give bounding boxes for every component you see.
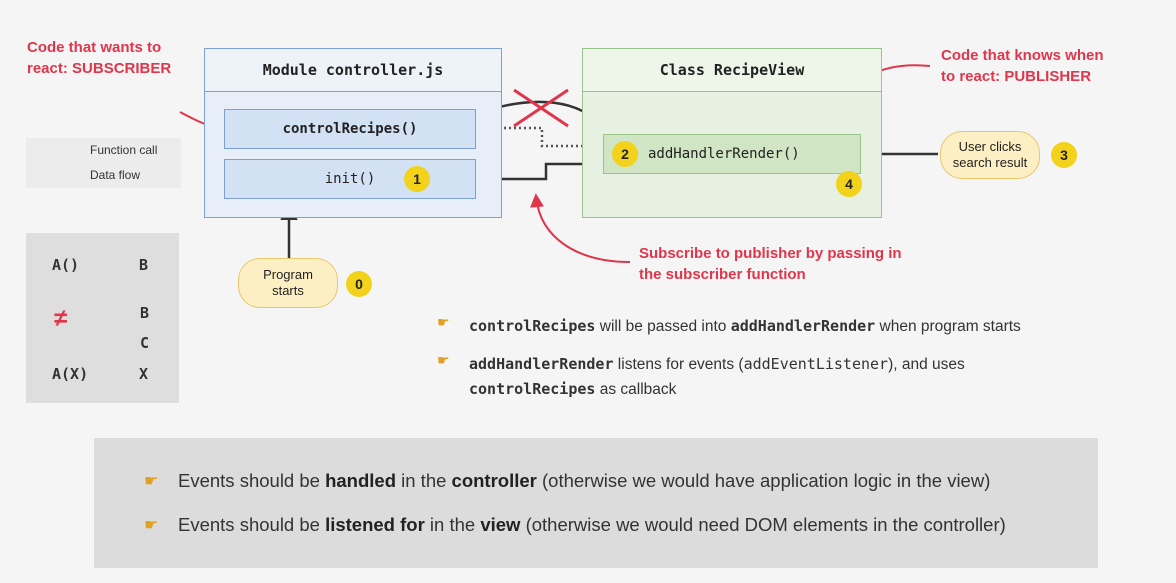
- schema-bottom-a: A(X): [52, 365, 89, 383]
- summary-1-d: controller: [451, 470, 537, 491]
- summary-1-a: Events should be: [178, 470, 326, 491]
- subscribe-label: Subscribe to publisher by passing in the…: [639, 243, 902, 285]
- bullet-2-t2: ), and uses: [888, 356, 965, 373]
- program-starts-line2: starts: [272, 283, 304, 298]
- badge-2: 2: [612, 141, 638, 167]
- dataflow-control-to-handler: [484, 126, 601, 154]
- class-recipeview-box: Class RecipeView: [582, 48, 882, 218]
- summary-1-b: handled: [325, 470, 396, 491]
- summary-2-d: view: [480, 514, 521, 535]
- bullet-2-code1: addHandlerRender: [469, 355, 614, 373]
- summary-2-c: in the: [424, 514, 481, 535]
- user-clicks-line2: search result: [952, 155, 1028, 170]
- control-recipes-fn: controlRecipes(): [224, 109, 476, 149]
- bullet-2-t3: as callback: [595, 381, 677, 398]
- summary-1-e: (otherwise we would have application log…: [536, 470, 991, 491]
- schema-top-a: A(): [52, 256, 80, 274]
- summary-2-e: (otherwise we would need DOM elements in…: [520, 514, 1006, 535]
- bullet-1-code2: addHandlerRender: [730, 317, 876, 335]
- bullet-1-code1: controlRecipes: [469, 317, 596, 335]
- init-fn: init(): [224, 159, 476, 199]
- user-clicks-line1: User clicks: [958, 139, 1022, 154]
- summary-2-b: listened for: [325, 514, 425, 535]
- init-fn-label: init(): [324, 171, 376, 187]
- red-cross: [513, 88, 569, 128]
- subscribe-label-line1: Subscribe to publisher by passing in: [639, 245, 902, 262]
- legend-call: Function call: [90, 143, 158, 157]
- bullet-1-t1: will be passed into: [595, 318, 731, 335]
- bullet-1-t2: when program starts: [875, 318, 1021, 335]
- schema-not-equal: ≠: [54, 305, 68, 332]
- schema-box: A() B ≠ B C A(X) X: [26, 233, 179, 403]
- legend-flow: Data flow: [90, 168, 141, 182]
- program-starts-line1: Program: [263, 267, 313, 282]
- badge-1: 1: [404, 166, 430, 192]
- add-handler-render-fn: addHandlerRender(): [603, 134, 861, 174]
- publisher-label-line2: to react: PUBLISHER: [941, 68, 1092, 85]
- subscriber-label-line1: Code that wants to: [27, 39, 162, 56]
- bullet-2-t1: listens for events (: [613, 356, 744, 373]
- summary-bullet-1: ☛ Events should be handled in the contro…: [144, 470, 990, 492]
- schema-top-b: B: [139, 256, 149, 274]
- pointing-hand-icon: ☛: [144, 473, 159, 490]
- schema-bottom-x: X: [139, 365, 149, 383]
- bullet-2: ☛ addHandlerRender listens for events (a…: [437, 352, 965, 402]
- summary-1-c: in the: [396, 470, 452, 491]
- summary-2-a: Events should be: [178, 514, 326, 535]
- class-title: Class RecipeView: [583, 49, 881, 92]
- legend: Function call Data flow: [26, 138, 181, 188]
- publisher-label-line1: Code that knows when: [941, 47, 1104, 64]
- summary-bullet-2: ☛ Events should be listened for in the v…: [144, 514, 1006, 536]
- bullet-2-code2: addEventListener: [743, 355, 889, 373]
- schema-mid-b: B: [140, 304, 150, 322]
- schema-mid-c: C: [140, 334, 150, 352]
- publisher-label: Code that knows when to react: PUBLISHER: [941, 45, 1104, 87]
- pointing-hand-icon: ☛: [437, 352, 450, 368]
- pointing-hand-icon: ☛: [437, 314, 450, 330]
- badge-0: 0: [346, 271, 372, 297]
- badge-4: 4: [836, 171, 862, 197]
- subscribe-label-line2: the subscriber function: [639, 266, 806, 283]
- summary-box: ☛ Events should be handled in the contro…: [94, 438, 1098, 568]
- subscriber-label-line2: react: SUBSCRIBER: [27, 60, 172, 77]
- pointing-hand-icon: ☛: [144, 517, 159, 534]
- bullet-2-code3: controlRecipes: [469, 380, 596, 398]
- bullet-1: ☛ controlRecipes will be passed into add…: [437, 314, 1021, 339]
- red-arrow-subscribe: [530, 193, 631, 263]
- subscriber-label: Code that wants to react: SUBSCRIBER: [27, 37, 171, 79]
- arrow-init-to-handler: [484, 155, 602, 181]
- badge-3: 3: [1051, 142, 1077, 168]
- module-title: Module controller.js: [205, 49, 501, 92]
